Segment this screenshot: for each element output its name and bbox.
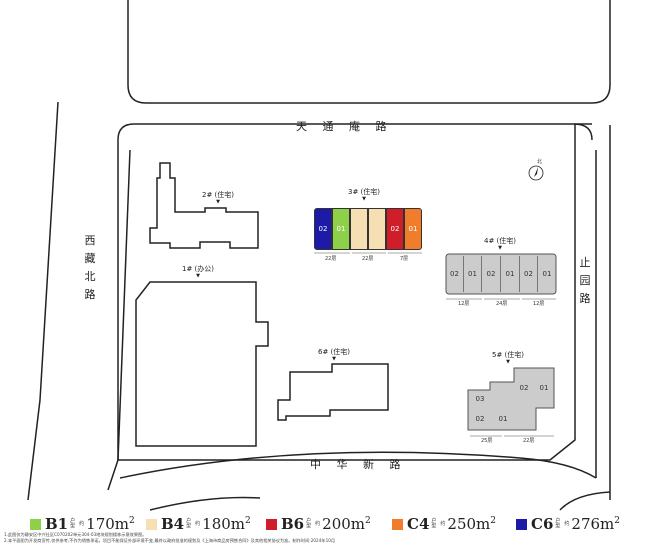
road-label-west-char: 藏 (84, 252, 96, 265)
building-5-label: 5# (住宅)▼ (490, 350, 527, 365)
road-label-west-char: 北 (84, 270, 96, 283)
legend-prefix: 约 (195, 520, 201, 527)
b3-unit: 02 (386, 208, 404, 250)
b3-unit (350, 208, 368, 250)
b4-dim-label: 12层 (458, 301, 470, 307)
legend-item: B1 户型 约 170m2 (30, 511, 135, 537)
b3-unit: 01 (332, 208, 350, 250)
footnote-2: 2.本平面图为开发商宣传,仅供参考,不作为销售承诺。项目不能保证外部环境不变,最… (4, 537, 336, 543)
footnote-1: 1.此图仅为静安区中兴社区C070202单元304-03地块规划楼栋示意效果图。 (4, 532, 147, 537)
legend-swatch (516, 518, 527, 530)
building-2-label: 2# (住宅)▼ (200, 190, 237, 205)
b4-dim-label: 12层 (533, 301, 545, 307)
legend-swatch (266, 518, 277, 530)
north-road-edge-inner (117, 123, 593, 155)
legend-area: 250m2 (447, 515, 497, 533)
b3-unit: 01 (404, 208, 422, 250)
b3-dim-label: 22层 (362, 256, 374, 262)
south-road-edge (119, 451, 597, 479)
b3-unit: 02 (314, 208, 332, 250)
b5-unit: 01 (498, 415, 508, 423)
legend-code: C6 (531, 515, 554, 533)
legend-sub: 户型 (431, 518, 437, 529)
b4-unit: 02 (520, 256, 538, 292)
south-road-edge-2 (149, 496, 261, 511)
legend-sub: 户型 (306, 518, 312, 529)
b4-dim-label: 24层 (496, 301, 508, 307)
legend-swatch (392, 518, 403, 530)
legend-item: C6 户型 约 276m2 (516, 511, 620, 537)
b5-dim-label: 25层 (481, 438, 493, 444)
footnotes: 1.此图仅为静安区中兴社区C070202单元304-03地块规划楼栋示意效果图。… (4, 532, 335, 543)
legend-prefix: 约 (315, 520, 321, 527)
road-label-west-char: 路 (84, 288, 96, 301)
b5-unit: 02 (519, 384, 529, 392)
west-road-edge-outer (27, 101, 59, 501)
legend-swatch (30, 518, 41, 530)
legend-area: 170m2 (86, 515, 135, 533)
building-1-label: 1# (办公)▼ (180, 264, 217, 279)
building-6-outline (277, 363, 389, 421)
b4-unit: 01 (542, 270, 552, 278)
b4-unit: 01 (501, 256, 520, 292)
road-label-north: 天 通 庵 路 (296, 120, 393, 133)
building-2-outline (149, 162, 259, 249)
legend-code: B6 (281, 515, 305, 533)
road-label-east: 止 园 路 (578, 254, 592, 308)
road-label-east-char: 止 (579, 256, 591, 269)
legend-code: B4 (161, 515, 185, 533)
south-road-edge-3 (559, 491, 611, 511)
b4-unit: 01 (464, 256, 482, 292)
legend-prefix: 约 (564, 520, 570, 527)
road-label-west-char: 西 (84, 234, 96, 247)
legend-area: 200m2 (322, 515, 371, 533)
building-3-label: 3# (住宅)▼ (346, 187, 383, 202)
building-1-outline (135, 281, 269, 447)
legend-sub: 户型 (555, 518, 561, 529)
legend-area: 180m2 (202, 515, 251, 533)
b5-unit: 02 (475, 415, 485, 423)
road-label-west: 西 藏 北 路 (83, 232, 97, 304)
b3-dim-label: 22层 (325, 256, 337, 262)
building-5-outline (467, 367, 555, 431)
building-4-outline (445, 253, 557, 295)
legend-item: C4 户型 约 250m2 (392, 511, 496, 537)
b5-unit: 03 (475, 395, 485, 403)
dimension-lines (314, 252, 556, 437)
road-label-south: 中 华 新 路 (310, 458, 407, 471)
road-label-east-char: 园 (579, 274, 591, 287)
compass-label: 北 (537, 159, 543, 165)
legend-sub: 户型 (186, 518, 192, 529)
b3-unit (368, 208, 386, 250)
legend-sub: 户型 (70, 518, 76, 529)
road-label-east-char: 路 (579, 292, 591, 305)
b5-dim-label: 22层 (523, 438, 535, 444)
b3-dim-label: 7层 (400, 256, 409, 262)
building-4-label: 4# (住宅)▼ (482, 236, 519, 251)
compass-ring (528, 165, 544, 181)
west-road-edge-inner (107, 149, 131, 491)
legend-item: B4 户型 约 180m2 (146, 511, 251, 537)
b5-unit: 01 (539, 384, 549, 392)
unit-type-legend: B1 户型 约 170m2 B4 户型 约 180m2 B6 户型 约 200m… (0, 511, 660, 537)
site-boundary (117, 123, 592, 461)
legend-prefix: 约 (440, 520, 446, 527)
legend-swatch (146, 518, 157, 530)
north-road-edge (127, 0, 611, 104)
legend-code: C4 (407, 515, 430, 533)
legend-prefix: 约 (79, 520, 85, 527)
legend-area: 276m2 (571, 515, 621, 533)
b4-unit: 02 (446, 256, 464, 292)
compass-needle (534, 167, 538, 177)
legend-item: B6 户型 约 200m2 (266, 511, 371, 537)
legend-code: B1 (45, 515, 69, 533)
building-6-label: 6# (住宅)▼ (316, 347, 353, 362)
b4-unit: 02 (482, 256, 501, 292)
